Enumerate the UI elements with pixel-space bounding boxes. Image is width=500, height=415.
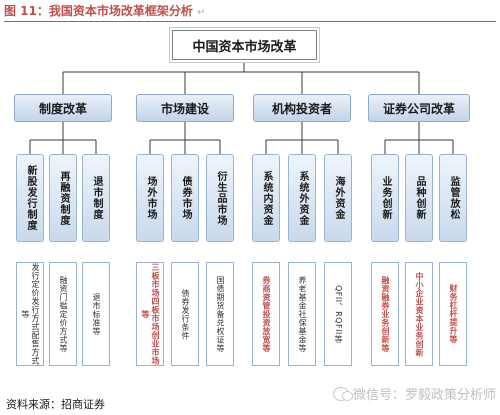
detail-node: 中小企业资本业务创新 [405,262,433,366]
sub-node: 新股发行制度 [16,154,44,242]
sub-node: 业务创新 [371,154,399,242]
category-market-building: 市场建设 [136,94,234,122]
detail-text: 财务杠杆提升等 [449,284,458,344]
sub-label: 系统外资金 [297,170,308,226]
figure-title: 图 11：我国资本市场改革框架分析 ↵ [4,3,496,22]
detail-node: 券商资管投资放宽等 [252,262,280,366]
sub-node: 场外市场 [136,154,164,242]
sub-label: 场外市场 [145,176,156,220]
detail-text: 中小企业资本业务创新 [415,271,424,357]
detail-text: 融资门槛定价方式等 [59,275,68,353]
sub-node: 衍生品市场 [206,154,234,242]
sub-label: 业务创新 [380,176,391,220]
figure-title-text: 图 11：我国资本市场改革框架分析 [4,4,193,18]
sub-label: 债券市场 [180,176,191,220]
category-label: 机构投资者 [271,101,332,116]
sub-label: 品种创新 [414,176,425,220]
detail-node: 债券发行条件 [171,262,199,366]
sub-node: 再融资制度 [49,154,77,242]
sub-node: 退市制度 [82,154,110,242]
detail-node: 国债期货备兑权证等 [206,262,234,366]
detail-text: 退市标准等 [92,292,101,336]
return-mark-icon: ↵ [197,7,206,18]
detail-text: 养老基金社保基金等 [298,275,307,353]
detail-text: 三板市场四板市场创业市场等 [141,263,160,365]
category-label: 制度改革 [38,101,87,116]
detail-text: 发行定价发行方式配售方式等 [21,263,40,365]
source-footnote: 资料来源：招商证券 [6,396,105,412]
category-label: 市场建设 [160,101,209,116]
detail-text: 融资融券业务创新等 [381,275,390,353]
sub-label: 海外资金 [333,176,344,220]
detail-node: 发行定价发行方式配售方式等 [16,262,44,366]
root-label: 中国资本市场改革 [192,39,297,55]
detail-node: 融资门槛定价方式等 [49,262,77,366]
sub-label: 再融资制度 [58,170,69,226]
detail-node: 融资融券业务创新等 [371,262,399,366]
sub-node: 品种创新 [405,154,433,242]
detail-node: 三板市场四板市场创业市场等 [136,262,164,366]
watermark-text: 微信号：罗毅政策分析师 [352,388,496,403]
sub-label: 衍生品市场 [215,170,226,226]
detail-node: 财务杠杆提升等 [439,262,467,366]
sub-node: 系统内资金 [252,154,280,242]
wechat-icon [332,386,353,401]
sub-label: 监管放松 [448,176,459,220]
sub-label: 新股发行制度 [25,165,36,231]
detail-node: 退市标准等 [82,262,110,366]
detail-text: 债券发行条件 [181,288,190,340]
watermark: 微信号：罗毅政策分析师 [332,384,496,403]
sub-label: 退市制度 [91,176,102,220]
sub-label: 系统内资金 [261,170,272,226]
detail-text: 券商资管投资放宽等 [262,275,271,353]
detail-node: QFII、RQFII等 [324,262,352,366]
category-institutional-investors: 机构投资者 [253,94,351,122]
source-text: 资料来源：招商证券 [6,398,105,411]
category-securities-firm-reform: 证券公司改革 [368,94,470,122]
category-system-reform: 制度改革 [14,94,112,122]
root-node: 中国资本市场改革 [172,30,317,60]
detail-text: 国债期货备兑权证等 [216,275,225,353]
sub-node: 海外资金 [324,154,352,242]
detail-text: QFII、RQFII等 [334,284,343,344]
sub-node: 债券市场 [171,154,199,242]
category-label: 证券公司改革 [382,101,455,116]
sub-node: 系统外资金 [288,154,316,242]
detail-node: 养老基金社保基金等 [288,262,316,366]
sub-node: 监管放松 [439,154,467,242]
